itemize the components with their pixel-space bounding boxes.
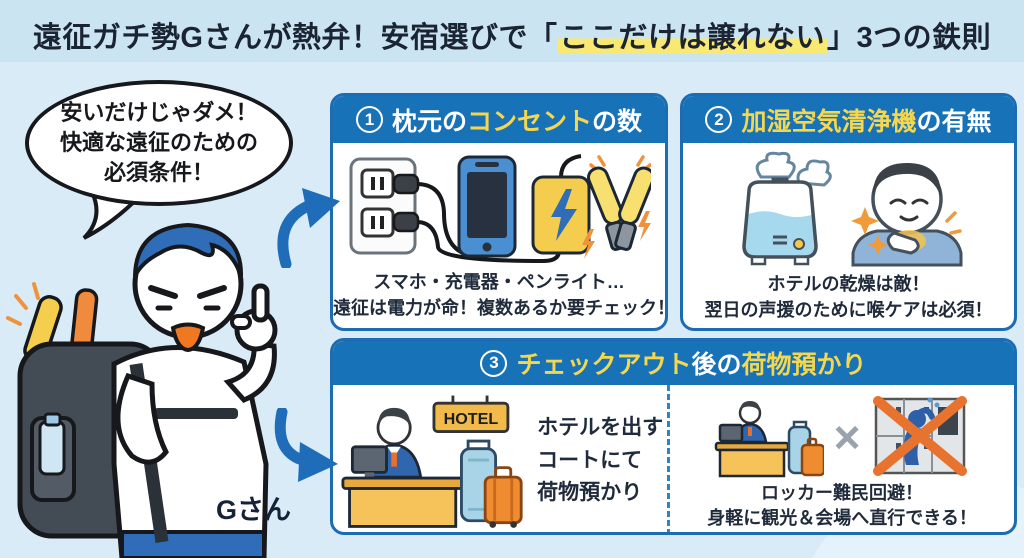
sparkle-icon [6, 282, 40, 326]
card2-body: ホテルの乾燥は敵！ 翌日の声援のために喉ケアは必須！ [683, 143, 1014, 323]
speech-bubble-line: 必須条件！ [103, 159, 214, 185]
arrow-down-right-icon [274, 408, 338, 482]
speech-bubble: 安いだけじゃダメ！ 快適な遠征のための 必須条件！ [25, 80, 293, 206]
card3-header: 3 チェックアウト後の荷物預かり [333, 341, 1014, 385]
page-title-prefix: 遠征ガチ勢Gさんが熱弁！安宿選びで「 [32, 22, 558, 54]
card1-title: 枕元のコンセントの数 [391, 107, 643, 136]
card3-title: チェックアウト後の荷物預かり [516, 351, 867, 379]
page-title-highlight: ここだけは譲れない [557, 22, 827, 54]
card3-right-caption: ロッカー難民回避！ 身軽に観光＆会場へ直行できる！ [707, 483, 977, 529]
hotel-desk-small-illustration [714, 401, 824, 478]
coin-locker-crossed-illustration [873, 396, 968, 476]
card1-header: 1 枕元のコンセントの数 [333, 96, 665, 143]
card3-right-panel: × [670, 385, 1014, 532]
card-outlet-count: 1 枕元のコンセントの数 [330, 93, 668, 331]
chest-strap [154, 408, 238, 419]
speech-bubble-line: 快適な遠征のための [59, 130, 258, 156]
card3-number-badge: 3 [480, 349, 508, 377]
card-luggage-storage: 3 チェックアウト後の荷物預かり HOTEL [330, 338, 1017, 535]
card3-left-caption: ホテルを出す コートにて 荷物預かり [537, 416, 664, 505]
card3-body: HOTEL [333, 385, 1014, 532]
steam-icon [755, 151, 832, 195]
card-humidifier: 2 加湿空気清浄機の有無 [680, 93, 1017, 331]
hotel-front-desk-illustration: HOTEL [341, 395, 523, 528]
lightning-icon [638, 211, 651, 241]
head [132, 222, 244, 353]
humidifier-throat-care-illustration [741, 151, 962, 267]
no-cross-icon [873, 396, 968, 476]
penlight-icon [582, 155, 651, 259]
sparkle-icon [850, 207, 879, 235]
left-arm [115, 372, 169, 465]
pants [120, 530, 266, 558]
card2-caption: ホテルの乾燥は敵！ 翌日の声援のために喉ケアは必須！ [704, 274, 993, 321]
power-bank-icon [531, 154, 591, 255]
card1-caption: スマホ・充電器・ペンライト… 遠征は電力が命！複数あるか要チェック！ [333, 272, 668, 319]
card2-title: 加湿空気清浄機の有無 [741, 107, 992, 136]
fan-character-illustration [6, 222, 278, 558]
card3-left-panel: HOTEL [333, 385, 671, 532]
svg-text:HOTEL: HOTEL [444, 410, 499, 428]
card1-number-badge: 1 [355, 106, 383, 133]
sparkle-icon [948, 229, 962, 235]
sparkle-icon [944, 211, 957, 223]
suitcase-icon [460, 439, 523, 528]
page-title-suffix: 」3つの鉄則 [826, 22, 992, 54]
plug-icon [392, 173, 420, 233]
cable [417, 220, 561, 264]
hotel-sign: HOTEL [432, 395, 510, 434]
monitor-icon [350, 445, 388, 479]
card1-body: スマホ・充電器・ペンライト… 遠征は電力が命！複数あるか要チェック！ [333, 143, 665, 321]
outlet-icon [349, 157, 417, 255]
front-desk [341, 476, 464, 528]
pointing-hand [223, 283, 278, 403]
charging-devices-illustration [349, 154, 651, 264]
character-name-label: Gさん [216, 495, 292, 525]
arrow-up-right-icon [277, 188, 340, 268]
sparkle-icon [867, 235, 888, 255]
title-banner: 遠征ガチ勢Gさんが熱弁！安宿選びで「ここだけは譲れない」3つの鉄則 [0, 0, 1024, 62]
card2-number-badge: 2 [705, 106, 733, 133]
throat-care-person-icon [850, 163, 962, 267]
smartphone-icon [457, 155, 517, 258]
card2-header: 2 加湿空気清浄機の有無 [683, 96, 1014, 143]
speech-bubble-line: 安いだけじゃダメ！ [60, 100, 258, 126]
lightning-icon [582, 229, 595, 259]
cross-icon: × [833, 411, 861, 463]
page-title: 遠征ガチ勢Gさんが熱弁！安宿選びで「ここだけは譲れない」3つの鉄則 [33, 14, 991, 56]
humidifier-icon [741, 177, 818, 266]
